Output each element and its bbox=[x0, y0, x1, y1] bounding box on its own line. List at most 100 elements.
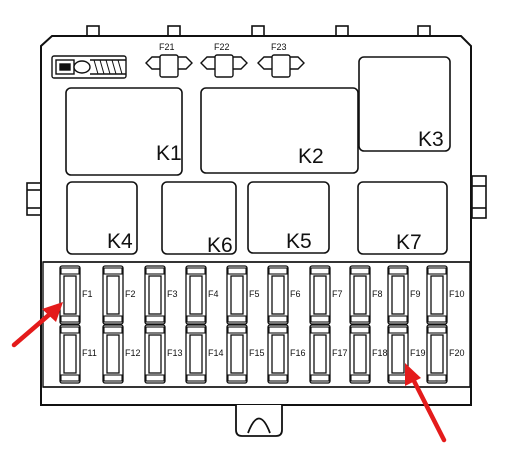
fuse-clip bbox=[268, 326, 288, 334]
fuse-clip bbox=[388, 267, 408, 275]
fuse-clip bbox=[350, 326, 370, 334]
fuse-f7: F7 bbox=[309, 265, 343, 325]
relay-k1: K1 bbox=[65, 87, 183, 176]
fuse-clip bbox=[103, 315, 123, 323]
fuse-clip bbox=[186, 326, 206, 334]
relay-k7: K7 bbox=[357, 181, 448, 255]
fuse-clip bbox=[310, 326, 330, 334]
fuse-blade bbox=[106, 275, 120, 315]
fuse-blade bbox=[430, 334, 444, 374]
arrow-pointer-icon bbox=[405, 363, 447, 443]
fuse-clip bbox=[145, 315, 165, 323]
fuse-f3: F3 bbox=[144, 265, 178, 325]
relay-body bbox=[247, 181, 330, 254]
relay-k4: K4 bbox=[66, 181, 138, 255]
fuse-f10: F10 bbox=[426, 265, 465, 325]
fuse-blade bbox=[271, 275, 285, 315]
fuse-blade bbox=[230, 275, 244, 315]
fuse-f6: F6 bbox=[267, 265, 301, 325]
fuse-f5: F5 bbox=[226, 265, 260, 325]
relay-body bbox=[65, 87, 183, 176]
relay-label: K7 bbox=[396, 231, 422, 254]
fuse-blade bbox=[230, 334, 244, 374]
fuse-clip bbox=[350, 267, 370, 275]
fuse-blade bbox=[63, 334, 77, 374]
fuse-clip bbox=[310, 374, 330, 382]
fuse-label: F22 bbox=[214, 42, 230, 52]
fuse-puller-icon bbox=[51, 55, 127, 79]
relay-body bbox=[200, 87, 359, 174]
relay-label: K1 bbox=[156, 142, 182, 165]
fuse-blade bbox=[313, 275, 327, 315]
fuse-f11: F11 bbox=[59, 324, 97, 384]
fuse-blade bbox=[106, 334, 120, 374]
fuse-clip bbox=[268, 374, 288, 382]
fuse-clip bbox=[310, 315, 330, 323]
fuse-clip bbox=[103, 326, 123, 334]
fuse-f17: F17 bbox=[309, 324, 348, 384]
fuse-label: F12 bbox=[125, 348, 141, 358]
fuse-f9: F9 bbox=[387, 265, 421, 325]
fuse-f14: F14 bbox=[185, 324, 224, 384]
fuse-clip bbox=[145, 267, 165, 275]
bottom-latch bbox=[235, 405, 283, 437]
fuse-blade bbox=[189, 334, 203, 374]
fuse-clip bbox=[145, 326, 165, 334]
fuse-label: F11 bbox=[82, 348, 97, 358]
relay-body bbox=[357, 181, 448, 255]
fuse-label: F4 bbox=[208, 289, 219, 299]
fuse-label: F19 bbox=[410, 348, 426, 358]
mini-fuse-cap bbox=[271, 54, 291, 78]
fuse-label: F16 bbox=[290, 348, 306, 358]
fuse-clip bbox=[268, 267, 288, 275]
fuse-f12: F12 bbox=[102, 324, 141, 384]
fuse-f20: F20 bbox=[426, 324, 465, 384]
fuse-clip bbox=[388, 374, 408, 382]
mini-fuse-cap bbox=[214, 54, 234, 78]
fuse-clip bbox=[227, 326, 247, 334]
fuse-label: F2 bbox=[125, 289, 136, 299]
fuse-clip bbox=[427, 326, 447, 334]
relay-k3: K3 bbox=[358, 56, 451, 152]
arrow-pointer-icon bbox=[11, 302, 63, 348]
fuse-clip bbox=[60, 315, 80, 323]
fuse-label: F21 bbox=[159, 42, 175, 52]
fuse-f4: F4 bbox=[185, 265, 219, 325]
relay-label: K5 bbox=[286, 230, 312, 253]
fuse-clip bbox=[60, 326, 80, 334]
fuse-label: F3 bbox=[167, 289, 178, 299]
fuse-clip bbox=[60, 374, 80, 382]
fuse-label: F13 bbox=[167, 348, 183, 358]
fuse-clip bbox=[427, 315, 447, 323]
mini-fuse-cap bbox=[159, 54, 179, 78]
fuse-blade bbox=[391, 275, 405, 315]
fuse-blade bbox=[353, 275, 367, 315]
fuse-label: F9 bbox=[410, 289, 421, 299]
fuse-clip bbox=[145, 374, 165, 382]
fuse-f23: F23 bbox=[257, 42, 305, 78]
fuse-f2: F2 bbox=[102, 265, 136, 325]
fuse-blade bbox=[391, 334, 405, 374]
fuse-clip bbox=[427, 374, 447, 382]
fuse-clip bbox=[60, 267, 80, 275]
fuse-blade bbox=[189, 275, 203, 315]
fuse-clip bbox=[350, 315, 370, 323]
fuse-blade bbox=[148, 334, 162, 374]
fuse-blade bbox=[353, 334, 367, 374]
fuse-clip bbox=[186, 374, 206, 382]
fuse-clip bbox=[186, 315, 206, 323]
fuse-label: F8 bbox=[372, 289, 383, 299]
fuse-label: F17 bbox=[332, 348, 348, 358]
fuse-label: F18 bbox=[372, 348, 388, 358]
fuse-f22: F22 bbox=[200, 42, 248, 78]
fuse-blade bbox=[313, 334, 327, 374]
fuse-blade bbox=[148, 275, 162, 315]
fuse-label: F20 bbox=[449, 348, 465, 358]
fuse-label: F15 bbox=[249, 348, 265, 358]
fuse-clip bbox=[103, 267, 123, 275]
relay-body bbox=[66, 181, 138, 255]
relay-body bbox=[358, 56, 451, 152]
fuse-f21: F21 bbox=[145, 42, 193, 78]
